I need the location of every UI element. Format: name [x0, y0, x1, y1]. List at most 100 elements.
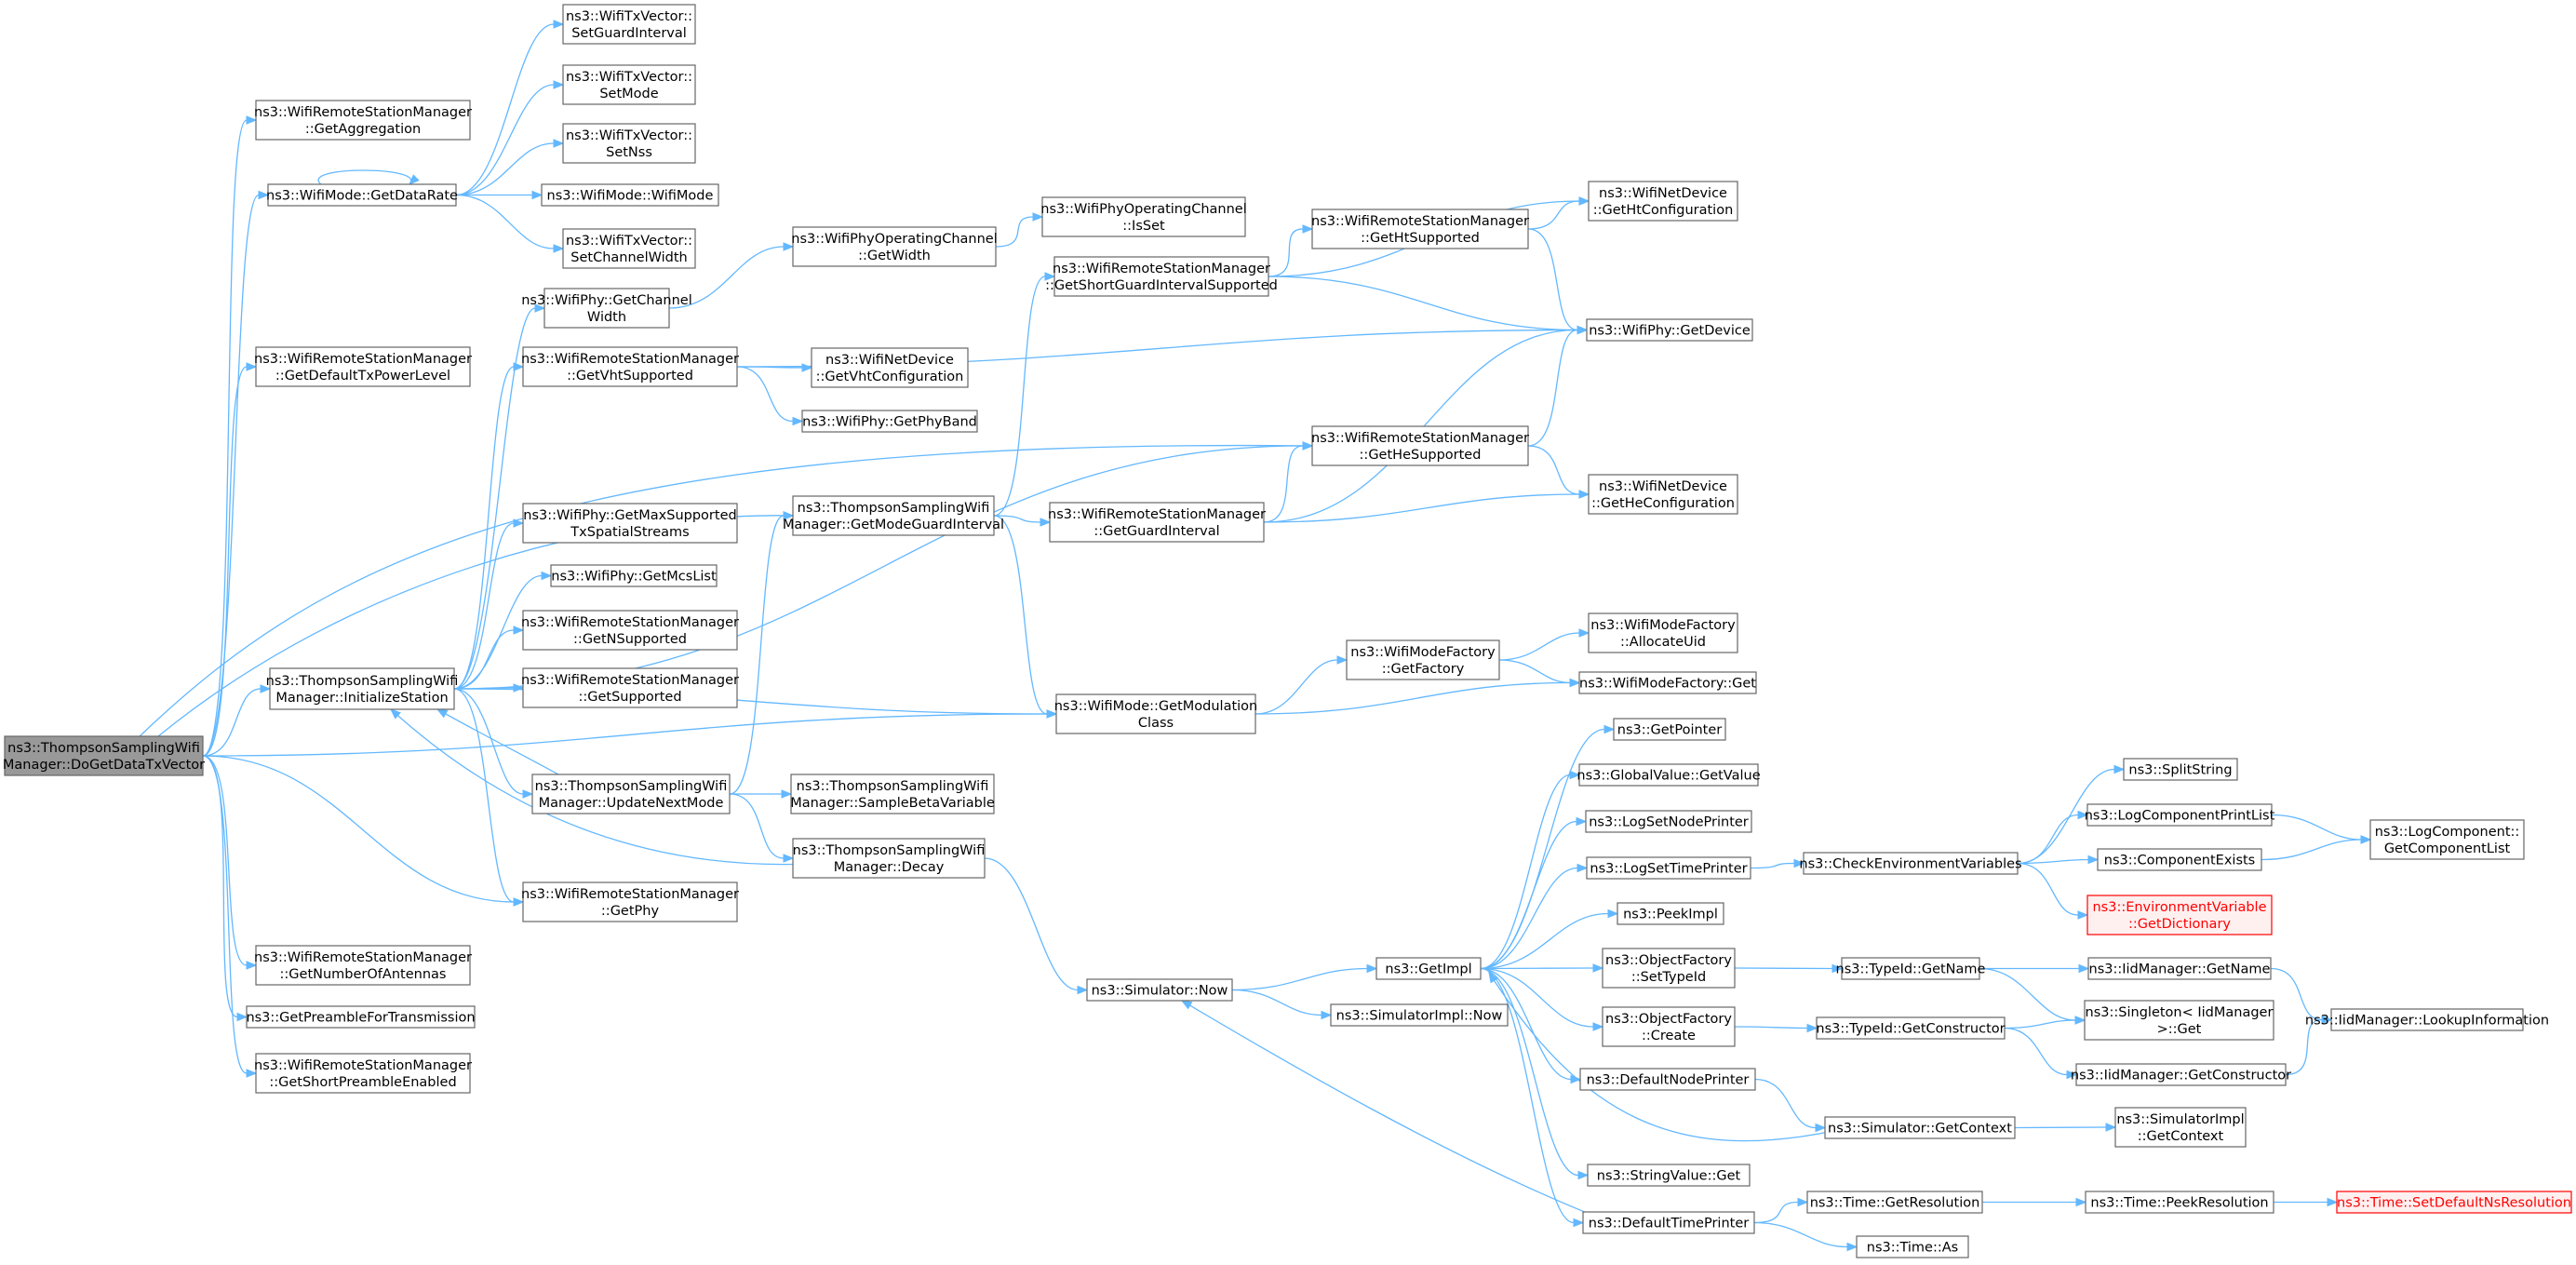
node-getVhtSupported[interactable]: ns3::WifiRemoteStationManager::GetVhtSup… [521, 346, 739, 387]
node-box [1049, 502, 1265, 543]
node-box [1587, 1164, 1751, 1187]
node-simNow[interactable]: ns3::Simulator::Now [1086, 978, 1233, 1002]
node-root[interactable]: ns3::ThompsonSamplingWifiManager::DoGetD… [3, 735, 205, 776]
edge-getHtSupported-to-getDevice [1527, 228, 1589, 335]
node-getHeConfiguration[interactable]: ns3::WifiNetDevice::GetHeConfiguration [1588, 474, 1738, 515]
node-opChanIsSet[interactable]: ns3::WifiPhyOperatingChannel::IsSet [1040, 196, 1247, 237]
node-getDefaultTxPowerLevel[interactable]: ns3::WifiRemoteStationManager::GetDefaul… [254, 346, 472, 387]
edge-logSetTimePrinter-to-checkEnv [1750, 858, 1805, 869]
node-getAggregation[interactable]: ns3::WifiRemoteStationManager::GetAggreg… [254, 100, 472, 141]
node-getHtConfiguration[interactable]: ns3::WifiNetDevice::GetHtConfiguration [1588, 181, 1738, 222]
node-getPhy[interactable]: ns3::WifiRemoteStationManager::GetPhy [521, 881, 739, 922]
node-simGetContext[interactable]: ns3::Simulator::GetContext [1824, 1116, 2016, 1139]
node-iidGetName[interactable]: ns3::IidManager::GetName [2087, 957, 2272, 980]
node-iidGetCtor[interactable]: ns3::IidManager::GetConstructor [2071, 1063, 2291, 1086]
node-label: ns3::WifiRemoteStationManager [1053, 262, 1270, 276]
node-timeSetDefaultNs[interactable]: ns3::Time::SetDefaultNsResolution [2336, 1191, 2572, 1214]
edge-initializeStation-to-getMaxTxSS [453, 518, 525, 690]
edge-defaultTimePrinter-to-timeAs [1753, 1221, 1858, 1252]
node-label: ::GetAggregation [305, 122, 421, 137]
edge-getImpl-to-ofSetTypeId [1480, 963, 1604, 973]
node-sampleBeta[interactable]: ns3::ThompsonSamplingWifiManager::Sample… [790, 774, 995, 814]
node-typeIdGetName[interactable]: ns3::TypeId::GetName [1836, 957, 1986, 980]
node-getFactory[interactable]: ns3::WifiModeFactory::GetFactory [1346, 639, 1500, 680]
node-stringValueGet[interactable]: ns3::StringValue::Get [1587, 1164, 1751, 1187]
node-defaultNodePrinter[interactable]: ns3::DefaultNodePrinter [1579, 1068, 1756, 1091]
node-getVhtConfiguration[interactable]: ns3::WifiNetDevice::GetVhtConfiguration [811, 347, 969, 388]
node-logSetNodePrinter[interactable]: ns3::LogSetNodePrinter [1585, 810, 1752, 833]
edge-getShortGI-to-getDevice [1268, 276, 1589, 335]
node-setGuardInterval[interactable]: ns3::WifiTxVector::SetGuardInterval [562, 4, 696, 45]
node-label: SetChannelWidth [570, 250, 687, 265]
node-logCompPrintList[interactable]: ns3::LogComponentPrintList [2085, 803, 2275, 827]
node-setMode[interactable]: ns3::WifiTxVector::SetMode [562, 64, 696, 105]
node-label: ns3::WifiRemoteStationManager [521, 615, 739, 630]
node-getPhyBand[interactable]: ns3::WifiPhy::GetPhyBand [801, 410, 978, 433]
node-getHtSupported[interactable]: ns3::WifiRemoteStationManager::GetHtSupp… [1311, 209, 1529, 249]
node-allocateUid[interactable]: ns3::WifiModeFactory::AllocateUid [1588, 612, 1738, 653]
node-getGuardInterval[interactable]: ns3::WifiRemoteStationManager::GetGuardI… [1048, 502, 1266, 543]
edge-initializeStation-to-getMcsList [453, 571, 553, 690]
node-initializeStation[interactable]: ns3::ThompsonSamplingWifiManager::Initia… [266, 667, 459, 710]
node-box [790, 774, 995, 814]
edge-timeGetResolution-to-timePeekResolution [1982, 1197, 2087, 1207]
node-ofSetTypeId[interactable]: ns3::ObjectFactory::SetTypeId [1602, 948, 1736, 989]
edge-line [1231, 967, 1368, 991]
node-getMcsList[interactable]: ns3::WifiPhy::GetMcsList [550, 564, 718, 587]
edge-line [736, 366, 794, 423]
node-splitString[interactable]: ns3::SplitString [2123, 758, 2238, 781]
edge-arrowhead [246, 115, 258, 125]
node-logSetTimePrinter[interactable]: ns3::LogSetTimePrinter [1586, 856, 1751, 880]
node-getComponentList[interactable]: ns3::LogComponent::GetComponentList [2369, 819, 2525, 860]
node-getMaxTxSS[interactable]: ns3::WifiPhy::GetMaxSupportedTxSpatialSt… [522, 503, 738, 544]
node-setNss[interactable]: ns3::WifiTxVector::SetNss [562, 123, 696, 164]
node-getNSupported[interactable]: ns3::WifiRemoteStationManager::GetNSuppo… [521, 610, 739, 651]
node-getNumAntennas[interactable]: ns3::WifiRemoteStationManager::GetNumber… [254, 945, 472, 986]
node-updateNextMode[interactable]: ns3::ThompsonSamplingWifiManager::Update… [531, 774, 731, 814]
node-peekImpl[interactable]: ns3::PeekImpl [1617, 902, 1724, 925]
node-box [269, 667, 455, 710]
node-defaultTimePrinter[interactable]: ns3::DefaultTimePrinter [1582, 1211, 1755, 1234]
node-getImpl[interactable]: ns3::GetImpl [1375, 957, 1482, 980]
node-getShortPreamble[interactable]: ns3::WifiRemoteStationManager::GetShortP… [254, 1053, 472, 1094]
node-typeIdGetCtor[interactable]: ns3::TypeId::GetConstructor [1816, 1016, 2006, 1040]
node-getDevice[interactable]: ns3::WifiPhy::GetDevice [1586, 318, 1753, 342]
edge-simNow-to-getImpl [1231, 963, 1378, 991]
edge-timePeekResolution-to-timeSetDefaultNs [2274, 1197, 2339, 1207]
node-ofCreate[interactable]: ns3::ObjectFactory::Create [1602, 1006, 1736, 1047]
node-timeAs[interactable]: ns3::Time::As [1856, 1235, 1969, 1258]
edge-arrowhead [513, 362, 525, 371]
node-opChanGetWidth[interactable]: ns3::WifiPhyOperatingChannel::GetWidth [791, 226, 998, 267]
node-getPointer[interactable]: ns3::GetPointer [1613, 718, 1726, 741]
node-getPreamble[interactable]: ns3::GetPreambleForTransmission [246, 1005, 476, 1029]
edge-line [2261, 839, 2362, 861]
node-label: ns3::Time::As [1867, 1241, 1958, 1256]
node-getModeGuardInterval[interactable]: ns3::ThompsonSamplingWifiManager::GetMod… [783, 495, 1004, 536]
node-getShortGI[interactable]: ns3::WifiRemoteStationManager::GetShortG… [1045, 256, 1278, 297]
node-singletonGet[interactable]: ns3::Singleton< IidManager >::Get [2084, 1000, 2274, 1041]
node-wifiModeCtor[interactable]: ns3::WifiMode::WifiMode [541, 183, 719, 207]
node-box [562, 123, 696, 164]
edge-getModeGuardInterval-to-getShortGI [993, 272, 1056, 517]
node-getHeSupported[interactable]: ns3::WifiRemoteStationManager::GetHeSupp… [1311, 425, 1529, 466]
node-setChannelWidth[interactable]: ns3::WifiTxVector::SetChannelWidth [562, 228, 696, 269]
node-getDataRate[interactable]: ns3::WifiMode::GetDataRate [266, 183, 458, 207]
node-lookupInformation[interactable]: ns3::IidManager::LookupInformation [2305, 1008, 2549, 1031]
node-globalGetValue[interactable]: ns3::GlobalValue::GetValue [1576, 763, 1761, 787]
node-simImplNow[interactable]: ns3::SimulatorImpl::Now [1330, 1003, 1509, 1027]
edge-getDataRate-to-setGuardInterval [455, 20, 565, 196]
node-componentExists[interactable]: ns3::ComponentExists [2097, 848, 2262, 871]
node-timeGetResolution[interactable]: ns3::Time::GetResolution [1806, 1191, 1983, 1214]
node-factoryGet[interactable]: ns3::WifiModeFactory::Get [1578, 671, 1757, 694]
edge-arrowhead [553, 20, 565, 29]
edge-root-to-getShortPreamble [202, 755, 258, 1078]
node-envGetDictionary[interactable]: ns3::EnvironmentVariable::GetDictionary [2086, 895, 2273, 935]
node-timePeekResolution[interactable]: ns3::Time::PeekResolution [2085, 1191, 2274, 1214]
node-getSupported[interactable]: ns3::WifiRemoteStationManager::GetSuppor… [521, 667, 739, 708]
node-simImplGetContext[interactable]: ns3::SimulatorImpl::GetContext [2114, 1107, 2247, 1148]
edge-arrowhead [1569, 678, 1581, 688]
node-checkEnv[interactable]: ns3::CheckEnvironmentVariables [1799, 852, 2022, 875]
